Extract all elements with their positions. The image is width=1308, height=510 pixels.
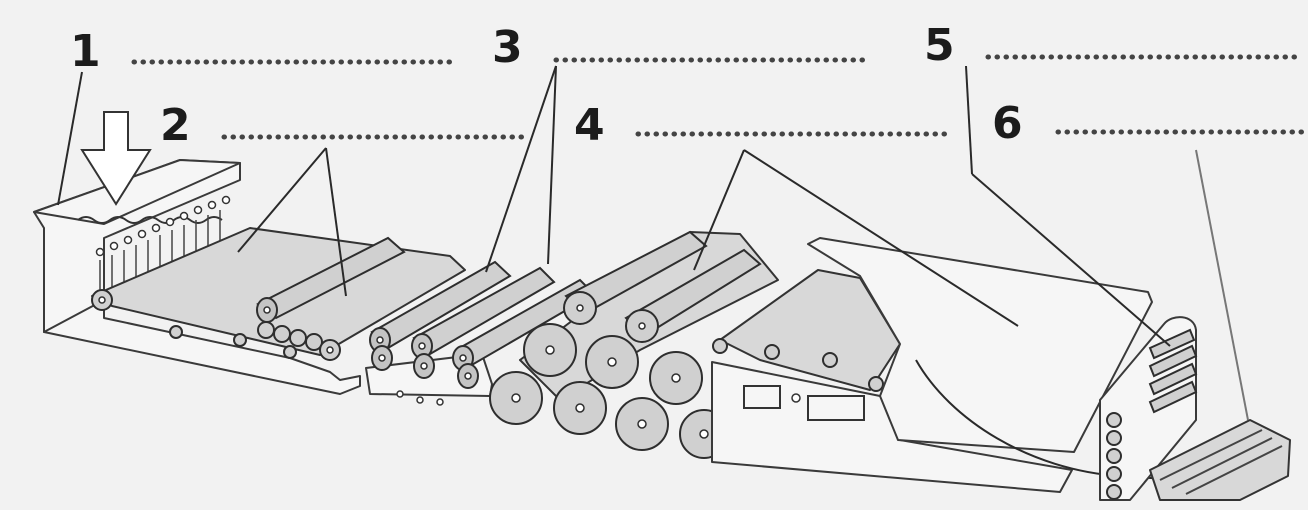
press-rollers <box>369 260 596 389</box>
leader-5b <box>971 173 1171 347</box>
callout-number-1: 1 <box>70 26 101 77</box>
reel-rollers <box>1106 328 1198 500</box>
callout-number-2: 2 <box>160 100 191 151</box>
callout-number-6: 6 <box>992 98 1023 149</box>
headbox-holes <box>95 195 231 257</box>
callout-number-5: 5 <box>924 20 955 71</box>
leader-3a <box>485 65 557 273</box>
calender-section <box>711 237 1241 493</box>
wire-rollers <box>91 289 341 361</box>
paper-reel <box>1149 419 1291 501</box>
calender-bolt <box>791 393 801 403</box>
leader-lines <box>57 65 1249 421</box>
headbox-pulp-surface <box>77 216 223 224</box>
calender-rollers <box>712 338 884 392</box>
leader-3b <box>547 65 557 265</box>
press-section <box>365 260 596 406</box>
callout-number-4: 4 <box>574 100 605 151</box>
press-frame-bolts <box>396 390 444 406</box>
pulp-inflow-arrow-icon <box>80 111 152 206</box>
leader-2a <box>237 147 327 253</box>
reel-section <box>1099 316 1291 501</box>
callout-number-3: 3 <box>492 22 523 73</box>
leader-4b <box>743 149 1019 327</box>
leader-5a <box>965 65 973 175</box>
headbox-section <box>33 111 241 333</box>
calender-windows <box>743 385 865 421</box>
leader-1 <box>57 71 83 206</box>
dotted-label-lines <box>131 54 1305 140</box>
paper-reel-layers <box>1159 429 1283 495</box>
leader-4a <box>693 149 745 271</box>
dryer-hood <box>807 237 1153 453</box>
wire-section <box>43 227 466 395</box>
leader-6 <box>1195 149 1249 421</box>
dandy-roll <box>256 236 406 323</box>
leader-2b <box>325 147 347 297</box>
